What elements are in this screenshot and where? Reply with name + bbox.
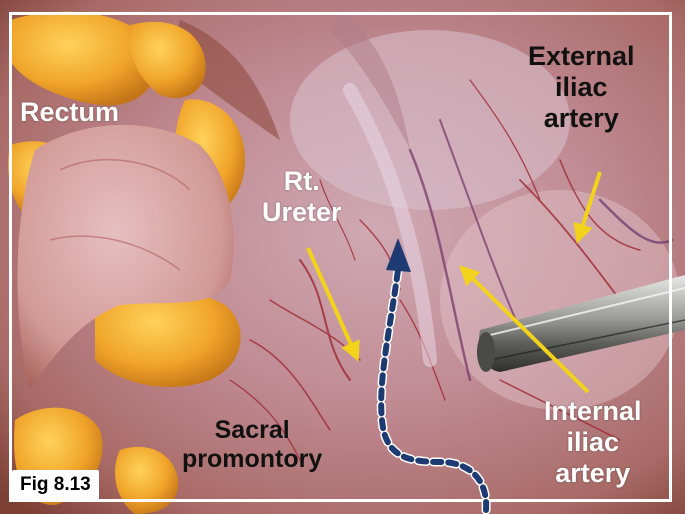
label-rt-ureter: Rt. Ureter (262, 166, 342, 228)
external-iliac-pointer-arrow (573, 171, 602, 244)
label-internal-iliac-artery: Internal iliac artery (544, 396, 642, 489)
label-external-iliac-line-2: iliac (555, 72, 608, 102)
label-sacral-promontory: Sacral promontory (182, 416, 322, 474)
label-rectum-text: Rectum (20, 97, 120, 127)
figure-number-badge: Fig 8.13 (12, 470, 99, 500)
label-internal-iliac-line-1: Internal (544, 396, 642, 426)
internal-iliac-pointer-arrow (459, 265, 590, 394)
label-external-iliac-artery: External iliac artery (528, 41, 635, 134)
label-internal-iliac-line-2: iliac (566, 427, 620, 457)
label-rt-ureter-line-2: Ureter (262, 197, 342, 227)
ureter-pointer-arrow (306, 247, 360, 362)
label-external-iliac-line-1: External (528, 41, 635, 71)
label-sacral-line-2: promontory (182, 445, 323, 473)
label-rt-ureter-line-1: Rt. (283, 166, 320, 196)
label-external-iliac-line-3: artery (543, 103, 619, 133)
label-rectum: Rectum (20, 97, 119, 128)
label-internal-iliac-line-3: artery (555, 458, 631, 488)
label-sacral-line-1: Sacral (214, 416, 290, 444)
dissection-path-arrow (376, 238, 491, 514)
